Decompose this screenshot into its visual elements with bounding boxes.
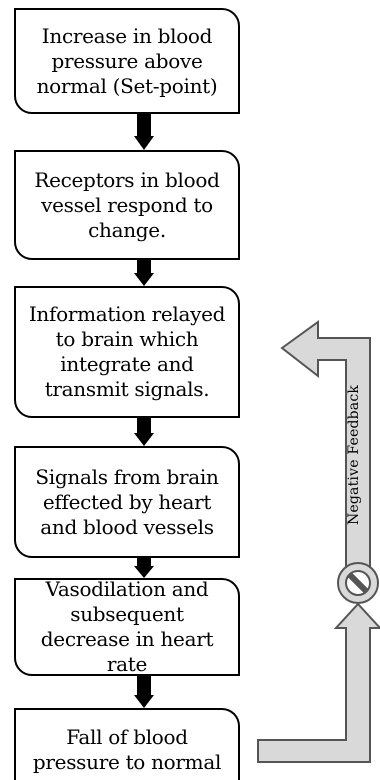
connector-arrow-2 [137, 260, 151, 274]
connector-arrow-2-head [134, 273, 154, 286]
connector-arrow-3-head [134, 433, 154, 446]
feedback-arrow-lower [257, 602, 380, 763]
connector-arrow-3 [137, 418, 151, 434]
connector-arrow-4 [137, 558, 151, 567]
connector-arrow-4-head [134, 566, 154, 578]
connector-arrow-5 [137, 676, 151, 696]
step-label-6: Fall of blood pressure to normal [32, 725, 222, 774]
step-box-3: Information relayed to brain which integ… [14, 286, 240, 418]
step-label-2: Receptors in blood vessel respond to cha… [34, 167, 220, 242]
step-box-6: Fall of blood pressure to normal [14, 708, 240, 780]
negative-feedback-text: Negative Feedback [346, 384, 362, 526]
step-box-5: Vasodilation and subsequent decrease in … [14, 577, 240, 676]
step-label-5: Vasodilation and subsequent decrease in … [40, 577, 214, 676]
no-symbol-icon [337, 562, 379, 604]
connector-arrow-1-head [134, 136, 154, 150]
step-label-3: Information relayed to brain which integ… [28, 302, 226, 401]
step-label-1: Increase in blood pressure above normal … [36, 23, 218, 98]
step-label-4: Signals from brain effected by heart and… [35, 464, 219, 539]
step-box-2: Receptors in blood vessel respond to cha… [14, 150, 240, 260]
step-box-1: Increase in blood pressure above normal … [14, 8, 240, 114]
step-box-4: Signals from brain effected by heart and… [14, 446, 240, 558]
connector-arrow-1 [137, 114, 151, 138]
connector-arrow-5-head [134, 695, 154, 708]
